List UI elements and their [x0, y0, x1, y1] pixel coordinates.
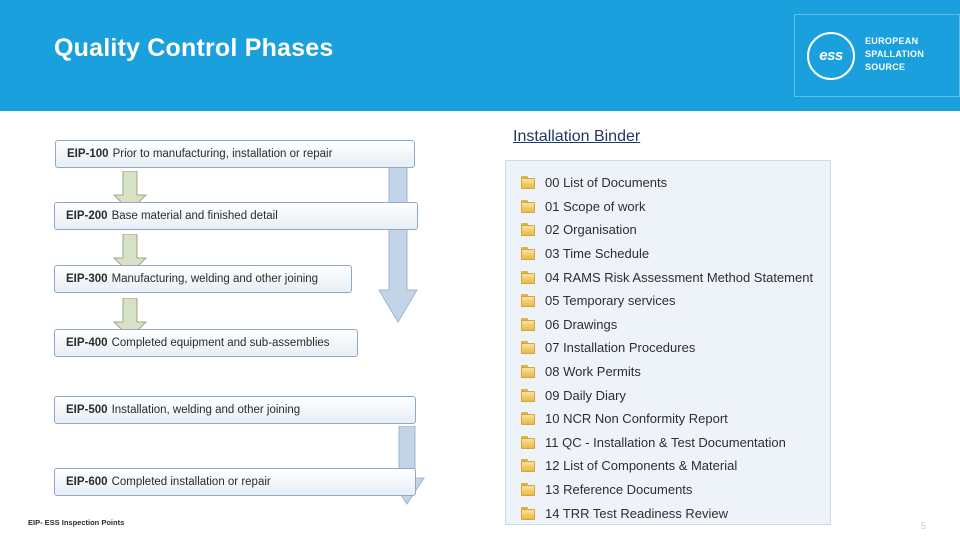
list-item-label: 14 TRR Test Readiness Review	[545, 505, 729, 521]
folder-icon	[521, 270, 536, 284]
list-item[interactable]: 06 Drawings	[506, 313, 830, 337]
page-title: Quality Control Phases	[54, 34, 334, 62]
list-item-label: 11 QC - Installation & Test Documentatio…	[545, 434, 786, 450]
list-item[interactable]: 09 Daily Diary	[506, 383, 830, 407]
list-item-label: 01 Scope of work	[545, 198, 646, 214]
ess-logo-mark-text: ess	[819, 47, 843, 64]
installation-binder-title: Installation Binder	[513, 128, 641, 145]
folder-icon	[521, 317, 536, 331]
flow-step-eip-100-desc: Prior to manufacturing, installation or …	[112, 148, 333, 160]
folder-icon	[521, 483, 536, 497]
folder-icon	[521, 412, 536, 426]
flow-step-eip-200[interactable]: EIP-200 Base material and finished detai…	[54, 202, 418, 230]
ess-logo-line-3: SOURCE	[865, 62, 906, 72]
list-item-label: 13 Reference Documents	[545, 482, 693, 498]
flow-step-eip-400-desc: Completed equipment and sub-assemblies	[111, 337, 330, 349]
flow-step-eip-100[interactable]: EIP-100 Prior to manufacturing, installa…	[55, 140, 415, 168]
list-item[interactable]: 10 NCR Non Conformity Report	[506, 407, 830, 431]
folder-icon	[521, 365, 536, 379]
list-item-label: 03 Time Schedule	[545, 246, 650, 262]
list-item[interactable]: 05 Temporary services	[506, 289, 830, 313]
folder-icon	[521, 199, 536, 213]
list-item-label: 09 Daily Diary	[545, 387, 626, 403]
list-item[interactable]: 08 Work Permits	[506, 360, 830, 384]
list-item-label: 06 Drawings	[545, 316, 618, 332]
ess-logo-line-1: EUROPEAN	[865, 36, 919, 46]
list-item-label: 12 List of Components & Material	[545, 458, 738, 474]
flow-step-eip-500-desc: Installation, welding and other joining	[111, 404, 301, 416]
list-item-label: 08 Work Permits	[545, 364, 641, 380]
list-item[interactable]: 04 RAMS Risk Assessment Method Statement	[506, 265, 830, 289]
folder-icon	[521, 388, 536, 402]
folder-icon	[521, 247, 536, 261]
folder-icon	[521, 459, 536, 473]
folder-icon	[521, 341, 536, 355]
quality-control-flowchart: EIP-100 Prior to manufacturing, installa…	[40, 128, 440, 508]
ess-logo-mark-icon: ess	[807, 32, 855, 80]
flow-step-eip-600-desc: Completed installation or repair	[111, 476, 271, 488]
installation-binder-list: 00 List of Documents 01 Scope of work 02…	[506, 171, 830, 525]
list-item-label: 05 Temporary services	[545, 293, 676, 309]
flow-step-eip-600[interactable]: EIP-600 Completed installation or repair	[54, 468, 416, 496]
flow-step-eip-200-desc: Base material and finished detail	[111, 210, 278, 222]
flow-step-eip-300[interactable]: EIP-300 Manufacturing, welding and other…	[54, 265, 352, 293]
installation-binder-panel: 00 List of Documents 01 Scope of work 02…	[505, 160, 831, 525]
flow-step-eip-600-code: EIP-600	[66, 476, 108, 488]
flow-step-eip-500-code: EIP-500	[66, 404, 108, 416]
flow-step-eip-100-code: EIP-100	[67, 148, 109, 160]
ess-logo-line-2: SPALLATION	[865, 49, 925, 59]
list-item[interactable]: 02 Organisation	[506, 218, 830, 242]
page-number: 5	[921, 521, 927, 531]
list-item[interactable]: 12 List of Components & Material	[506, 454, 830, 478]
list-item[interactable]: 00 List of Documents	[506, 171, 830, 195]
list-item[interactable]: 03 Time Schedule	[506, 242, 830, 266]
list-item[interactable]: 07 Installation Procedures	[506, 336, 830, 360]
folder-icon	[521, 435, 536, 449]
flow-step-eip-500[interactable]: EIP-500 Installation, welding and other …	[54, 396, 416, 424]
list-item[interactable]: 01 Scope of work	[506, 195, 830, 219]
flow-step-eip-300-desc: Manufacturing, welding and other joining	[111, 273, 319, 285]
folder-icon	[521, 176, 536, 190]
list-item-label: 04 RAMS Risk Assessment Method Statement	[545, 269, 814, 285]
flow-step-eip-400-code: EIP-400	[66, 337, 108, 349]
ess-logo-wordmark: EUROPEAN SPALLATION SOURCE	[865, 35, 924, 74]
list-item-label: 02 Organisation	[545, 222, 637, 238]
folder-icon	[521, 223, 536, 237]
list-item-label: 10 NCR Non Conformity Report	[545, 411, 728, 427]
footer-note: EIP- ESS Inspection Points	[28, 518, 125, 527]
flow-step-eip-200-code: EIP-200	[66, 210, 108, 222]
flow-step-eip-400[interactable]: EIP-400 Completed equipment and sub-asse…	[54, 329, 358, 357]
folder-icon	[521, 506, 536, 520]
ess-logo: ess EUROPEAN SPALLATION SOURCE	[794, 14, 960, 97]
list-item-label: 00 List of Documents	[545, 175, 668, 191]
flow-step-eip-300-code: EIP-300	[66, 273, 108, 285]
folder-icon	[521, 294, 536, 308]
list-item[interactable]: 14 TRR Test Readiness Review	[506, 501, 830, 525]
list-item-label: 07 Installation Procedures	[545, 340, 696, 356]
list-item[interactable]: 13 Reference Documents	[506, 478, 830, 502]
list-item[interactable]: 11 QC - Installation & Test Documentatio…	[506, 431, 830, 455]
long-grey-arrow-icon	[378, 150, 418, 323]
